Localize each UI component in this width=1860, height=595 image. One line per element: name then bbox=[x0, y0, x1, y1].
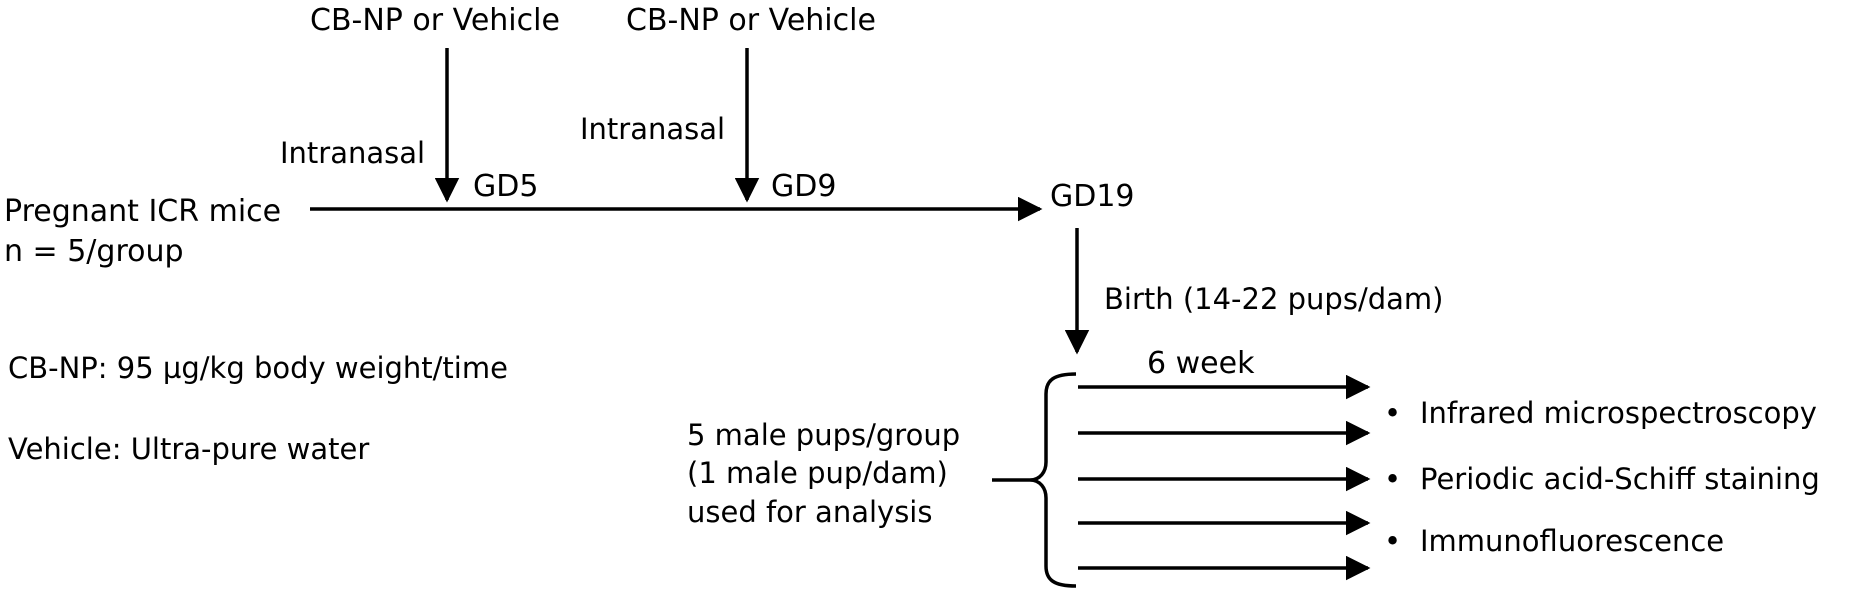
end-day-label: GD19 bbox=[1050, 179, 1135, 214]
analysis-bullet-1: • bbox=[1384, 396, 1401, 430]
cbnp-dose-note: CB-NP: 95 µg/kg body weight/time bbox=[8, 351, 508, 385]
dose1-day-label: GD5 bbox=[473, 169, 538, 204]
followup-label: 6 week bbox=[1147, 346, 1255, 381]
analysis-item-1: Infrared microspectroscopy bbox=[1420, 396, 1817, 430]
dose2-day-label: GD9 bbox=[771, 169, 836, 204]
dose2-route-label: Intranasal bbox=[580, 112, 725, 146]
pups-label-line1: 5 male pups/group bbox=[687, 418, 960, 452]
analysis-item-2: Periodic acid-Schiff staining bbox=[1420, 462, 1820, 496]
dose2-agent-label: CB-NP or Vehicle bbox=[626, 3, 876, 38]
pups-label-line2: (1 male pup/dam) bbox=[687, 456, 948, 490]
dose1-agent-label: CB-NP or Vehicle bbox=[310, 3, 560, 38]
dose1-route-label: Intranasal bbox=[280, 136, 425, 170]
pups-label-line3: used for analysis bbox=[687, 495, 932, 529]
analysis-bullet-3: • bbox=[1384, 524, 1401, 558]
pups-brace bbox=[992, 372, 1077, 588]
subjects-label: Pregnant ICR mice bbox=[4, 194, 281, 229]
analysis-bullet-2: • bbox=[1384, 462, 1401, 496]
vehicle-note: Vehicle: Ultra-pure water bbox=[8, 432, 369, 466]
subjects-count-label: n = 5/group bbox=[4, 234, 184, 269]
analysis-item-3: Immunofluorescence bbox=[1420, 524, 1724, 558]
birth-label: Birth (14-22 pups/dam) bbox=[1104, 282, 1443, 316]
